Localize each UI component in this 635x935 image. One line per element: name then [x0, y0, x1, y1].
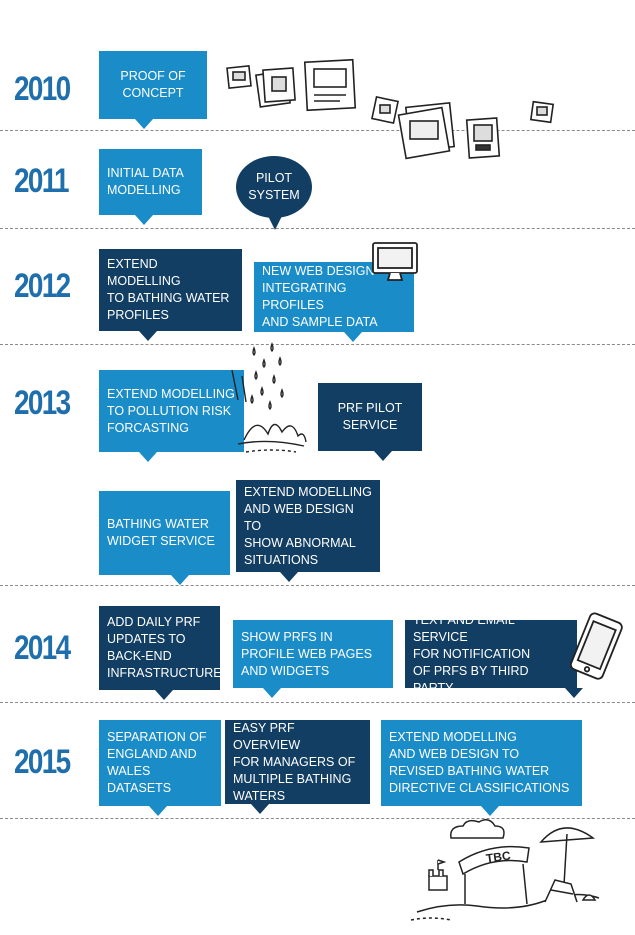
monitor-icon — [370, 240, 420, 284]
year-2010: 2010 — [14, 72, 71, 106]
milestone-label: PILOT SYSTEM — [248, 170, 299, 204]
milestone-label: EXTEND MODELLING TO POLLUTION RISK FORCA… — [107, 386, 235, 437]
year-2013: 2013 — [14, 386, 71, 420]
milestone-label: SEPARATION OF ENGLAND AND WALES DATASETS — [107, 729, 213, 797]
divider-2011 — [0, 228, 635, 229]
milestone-label: EXTEND MODELLING AND WEB DESIGN TO SHOW … — [244, 484, 372, 569]
year-2014: 2014 — [14, 631, 71, 665]
screens-icon — [222, 55, 562, 165]
milestone-show-prfs: SHOW PRFS IN PROFILE WEB PAGES AND WIDGE… — [233, 620, 393, 688]
milestone-text-email-service: TEXT AND EMAIL SERVICE FOR NOTIFICATION … — [405, 620, 577, 688]
milestone-abnormal-situations: EXTEND MODELLING AND WEB DESIGN TO SHOW … — [236, 480, 380, 572]
divider-2015 — [0, 818, 635, 819]
milestone-label: EXTEND MODELLING TO BATHING WATER PROFIL… — [107, 256, 234, 324]
milestone-label: INITIAL DATA MODELLING — [107, 165, 184, 199]
milestone-label: PRF PILOT SERVICE — [326, 400, 414, 434]
milestone-label: EXTEND MODELLING AND WEB DESIGN TO REVIS… — [389, 729, 569, 797]
milestone-separation-datasets: SEPARATION OF ENGLAND AND WALES DATASETS — [99, 720, 221, 806]
milestone-label: EASY PRF OVERVIEW FOR MANAGERS OF MULTIP… — [233, 720, 362, 805]
milestone-bathing-water-widget: BATHING WATER WIDGET SERVICE — [99, 491, 230, 575]
milestone-pollution-risk-forcasting: EXTEND MODELLING TO POLLUTION RISK FORCA… — [99, 370, 244, 452]
beach-icon — [405, 820, 605, 928]
milestone-prf-pilot-service: PRF PILOT SERVICE — [318, 383, 422, 451]
milestone-label: BATHING WATER WIDGET SERVICE — [107, 516, 215, 550]
milestone-daily-prf-updates: ADD DAILY PRF UPDATES TO BACK-END INFRAS… — [99, 606, 220, 690]
divider-2014 — [0, 702, 635, 703]
milestone-pilot-system: PILOT SYSTEM — [236, 156, 312, 218]
milestone-label: ADD DAILY PRF UPDATES TO BACK-END INFRAS… — [107, 614, 222, 682]
milestone-extend-modelling-profiles: EXTEND MODELLING TO BATHING WATER PROFIL… — [99, 249, 242, 331]
rain-splash-icon — [228, 340, 312, 458]
milestone-label: SHOW PRFS IN PROFILE WEB PAGES AND WIDGE… — [241, 629, 372, 680]
milestone-revised-classifications: EXTEND MODELLING AND WEB DESIGN TO REVIS… — [381, 720, 582, 806]
divider-2013 — [0, 585, 635, 586]
year-2012: 2012 — [14, 269, 71, 303]
tablet-icon — [565, 612, 627, 682]
milestone-label: TEXT AND EMAIL SERVICE FOR NOTIFICATION … — [413, 612, 569, 697]
milestone-easy-prf-overview: EASY PRF OVERVIEW FOR MANAGERS OF MULTIP… — [225, 720, 370, 804]
year-2011: 2011 — [14, 164, 71, 198]
divider-2012 — [0, 344, 635, 345]
year-2015: 2015 — [14, 745, 71, 779]
milestone-initial-data-modelling: INITIAL DATA MODELLING — [99, 149, 202, 215]
milestone-label: PROOF OF CONCEPT — [107, 68, 199, 102]
milestone-proof-of-concept: PROOF OF CONCEPT — [99, 51, 207, 119]
